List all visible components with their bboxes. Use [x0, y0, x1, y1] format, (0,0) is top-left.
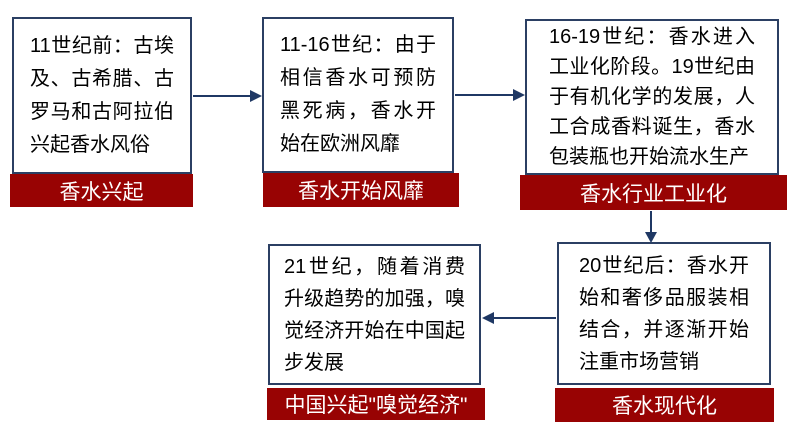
- flow-node-3-label: 香水行业工业化: [520, 175, 787, 210]
- flow-node-5-body: 21世纪，随着消费升级趋势的加强，嗅觉经济开始在中国起步发展: [284, 255, 465, 374]
- arrow-node4-to-node5-icon: [482, 312, 556, 324]
- arrow-node3-to-node4-icon: [645, 211, 657, 243]
- flow-node-5-label: 中国兴起"嗅觉经济": [267, 388, 485, 420]
- flow-node-3-body: 16-19世纪：香水进入工业化阶段。19世纪由于有机化学的发展，人工合成香料诞生…: [549, 26, 755, 168]
- flow-node-2-box: 11-16世纪：由于相信香水可预防黑死病，香水开始在欧洲风靡: [262, 17, 454, 173]
- flow-node-5-box: 21世纪，随着消费升级趋势的加强，嗅觉经济开始在中国起步发展: [268, 244, 481, 385]
- flow-node-4-label: 香水现代化: [555, 388, 774, 422]
- flow-node-3-box: 16-19世纪：香水进入工业化阶段。19世纪由于有机化学的发展，人工合成香料诞生…: [525, 19, 779, 175]
- flow-node-1-label: 香水兴起: [10, 174, 193, 207]
- flow-node-1-body: 11世纪前：古埃及、古希腊、古罗马和古阿拉伯兴起香水风俗: [30, 34, 174, 156]
- flow-node-1-box: 11世纪前：古埃及、古希腊、古罗马和古阿拉伯兴起香水风俗: [12, 17, 192, 174]
- flow-node-4-box: 20世纪后：香水开始和奢侈品服装相结合，并逐渐开始注重市场营销: [557, 242, 771, 385]
- arrow-node1-to-node2-icon: [193, 90, 262, 102]
- flow-node-2-label: 香水开始风靡: [263, 173, 459, 207]
- arrow-node2-to-node3-icon: [455, 89, 525, 101]
- flow-node-4-body: 20世纪后：香水开始和奢侈品服装相结合，并逐渐开始注重市场营销: [579, 254, 749, 373]
- flow-node-2-body: 11-16世纪：由于相信香水可预防黑死病，香水开始在欧洲风靡: [280, 34, 436, 155]
